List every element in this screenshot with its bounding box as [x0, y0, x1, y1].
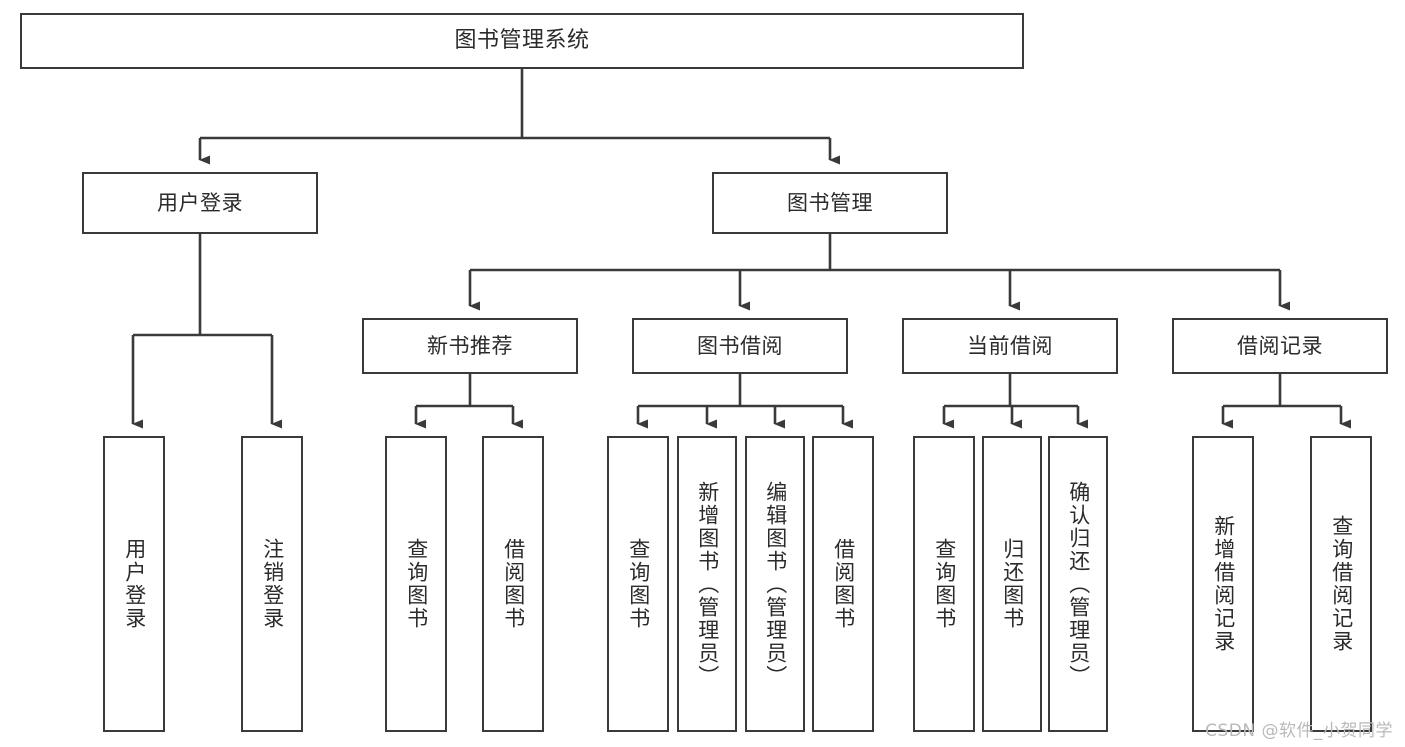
node-leaf-新书推荐-借阅图书-label: 借阅图书 — [501, 538, 526, 630]
node-l2-借阅记录-label: 借阅记录 — [1237, 333, 1323, 358]
node-leaf-借阅记录-新增借阅记录[interactable]: 新增借阅记录 — [1192, 436, 1254, 732]
node-leaf-当前借阅-查询图书-label: 查询图书 — [932, 538, 957, 630]
node-l2-当前借阅-label: 当前借阅 — [967, 333, 1053, 358]
node-l1-图书管理[interactable]: 图书管理 — [712, 172, 948, 234]
node-leaf-用户登录-用户登录-label: 用户登录 — [122, 538, 147, 630]
node-leaf-当前借阅-查询图书[interactable]: 查询图书 — [913, 436, 975, 732]
node-leaf-用户登录-注销登录[interactable]: 注销登录 — [241, 436, 303, 732]
node-leaf-图书借阅-借阅图书-label: 借阅图书 — [831, 538, 856, 630]
node-leaf-新书推荐-查询图书-label: 查询图书 — [404, 538, 429, 630]
node-leaf-图书借阅-查询图书-label: 查询图书 — [626, 538, 651, 630]
node-l2-新书推荐-label: 新书推荐 — [427, 333, 513, 358]
node-leaf-图书借阅-编辑图书管理员[interactable]: 编辑图书（管理员） — [745, 436, 805, 732]
node-leaf-当前借阅-归还图书-label: 归还图书 — [1000, 538, 1025, 630]
node-root-图书管理系统-label: 图书管理系统 — [454, 28, 590, 54]
node-l1-用户登录-label: 用户登录 — [157, 190, 243, 215]
node-l2-当前借阅[interactable]: 当前借阅 — [902, 318, 1118, 374]
node-leaf-用户登录-注销登录-label: 注销登录 — [260, 538, 285, 630]
node-leaf-图书借阅-编辑图书管理员-label: 编辑图书（管理员） — [763, 480, 788, 688]
node-leaf-当前借阅-确认归还管理员[interactable]: 确认归还（管理员） — [1048, 436, 1108, 732]
node-leaf-新书推荐-借阅图书[interactable]: 借阅图书 — [482, 436, 544, 732]
node-leaf-图书借阅-借阅图书[interactable]: 借阅图书 — [812, 436, 874, 732]
watermark-label: CSDN @软件_小贺同学 — [1205, 721, 1393, 741]
node-l2-图书借阅[interactable]: 图书借阅 — [632, 318, 848, 374]
node-leaf-借阅记录-查询借阅记录-label: 查询借阅记录 — [1329, 515, 1354, 653]
node-l2-新书推荐[interactable]: 新书推荐 — [362, 318, 578, 374]
node-leaf-图书借阅-新增图书管理员-label: 新增图书（管理员） — [695, 480, 720, 688]
node-leaf-图书借阅-新增图书管理员[interactable]: 新增图书（管理员） — [677, 436, 737, 732]
node-leaf-图书借阅-查询图书[interactable]: 查询图书 — [607, 436, 669, 732]
node-leaf-新书推荐-查询图书[interactable]: 查询图书 — [385, 436, 447, 732]
node-l1-图书管理-label: 图书管理 — [787, 190, 873, 215]
node-leaf-当前借阅-归还图书[interactable]: 归还图书 — [982, 436, 1042, 732]
node-root-图书管理系统[interactable]: 图书管理系统 — [20, 13, 1024, 69]
node-leaf-用户登录-用户登录[interactable]: 用户登录 — [103, 436, 165, 732]
node-l2-借阅记录[interactable]: 借阅记录 — [1172, 318, 1388, 374]
node-leaf-借阅记录-新增借阅记录-label: 新增借阅记录 — [1211, 515, 1236, 653]
node-l2-图书借阅-label: 图书借阅 — [697, 333, 783, 358]
node-leaf-借阅记录-查询借阅记录[interactable]: 查询借阅记录 — [1310, 436, 1372, 732]
node-l1-用户登录[interactable]: 用户登录 — [82, 172, 318, 234]
node-leaf-当前借阅-确认归还管理员-label: 确认归还（管理员） — [1066, 480, 1091, 688]
